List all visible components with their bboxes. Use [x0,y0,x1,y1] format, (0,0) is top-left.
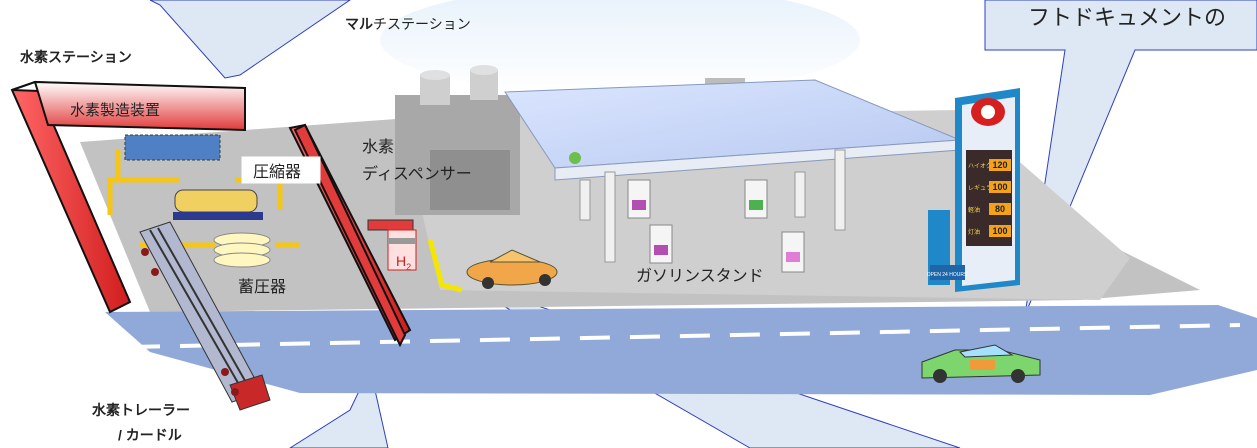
road-center-line [129,323,1241,349]
price-row-value: 120 [992,160,1007,170]
hydrogen-dispenser: H2 [367,219,417,272]
trailer-label-line1: 水素トレーラー [92,402,190,418]
price-row-box [989,203,1011,215]
sky-cloud [380,0,860,95]
h2-symbol: H2 [396,253,411,272]
gas-station-label: ガソリンスタンド [636,267,764,285]
price-row-label: レギュラー [968,185,998,192]
accumulator-label: 蓄圧器 [238,278,286,296]
dispenser-hose [427,239,463,293]
production-unit-label: 水素製造装置 [70,102,160,119]
compressor-label: 圧縮器 [253,163,301,181]
dispenser-label-line1: 水素 [362,138,394,156]
callout-top-left [149,0,351,79]
price-row-value: 100 [992,226,1007,236]
price-row-value: 100 [992,182,1007,192]
fuel-pump-4 [781,231,805,273]
fuel-pump-3 [649,224,673,264]
car-orange [466,249,558,289]
trailer-label-line2: / カードル [118,427,182,443]
hydrogen-trailer [139,221,271,411]
price-row-box [989,159,1011,171]
callout-top-right-text: フトドキュメントの [1028,5,1226,30]
price-row-box [989,225,1011,237]
road [105,305,1257,395]
price-row-value: 80 [995,204,1005,214]
open-24-hours: OPEN 24 HOURS [927,272,968,278]
compressor-unit [173,189,263,220]
dispenser-label-line2: ディスペンサー [362,164,472,183]
car-green [921,344,1041,383]
multi-station-label: マルチステーション [345,16,471,32]
background-buildings [395,65,745,215]
hydrogen-station-label: 水素ステーション [20,49,132,65]
compressor-label-box [241,156,321,184]
price-row-box [989,181,1011,193]
price-row-label: ハイオク [968,163,992,170]
storage-box [124,134,221,161]
price-row-label: 軽油 [968,206,980,214]
price-row-label: 灯油 [968,228,980,236]
fuel-pump-2 [744,179,768,219]
fuel-pump-1 [627,179,651,219]
accumulator-unit [213,232,271,268]
